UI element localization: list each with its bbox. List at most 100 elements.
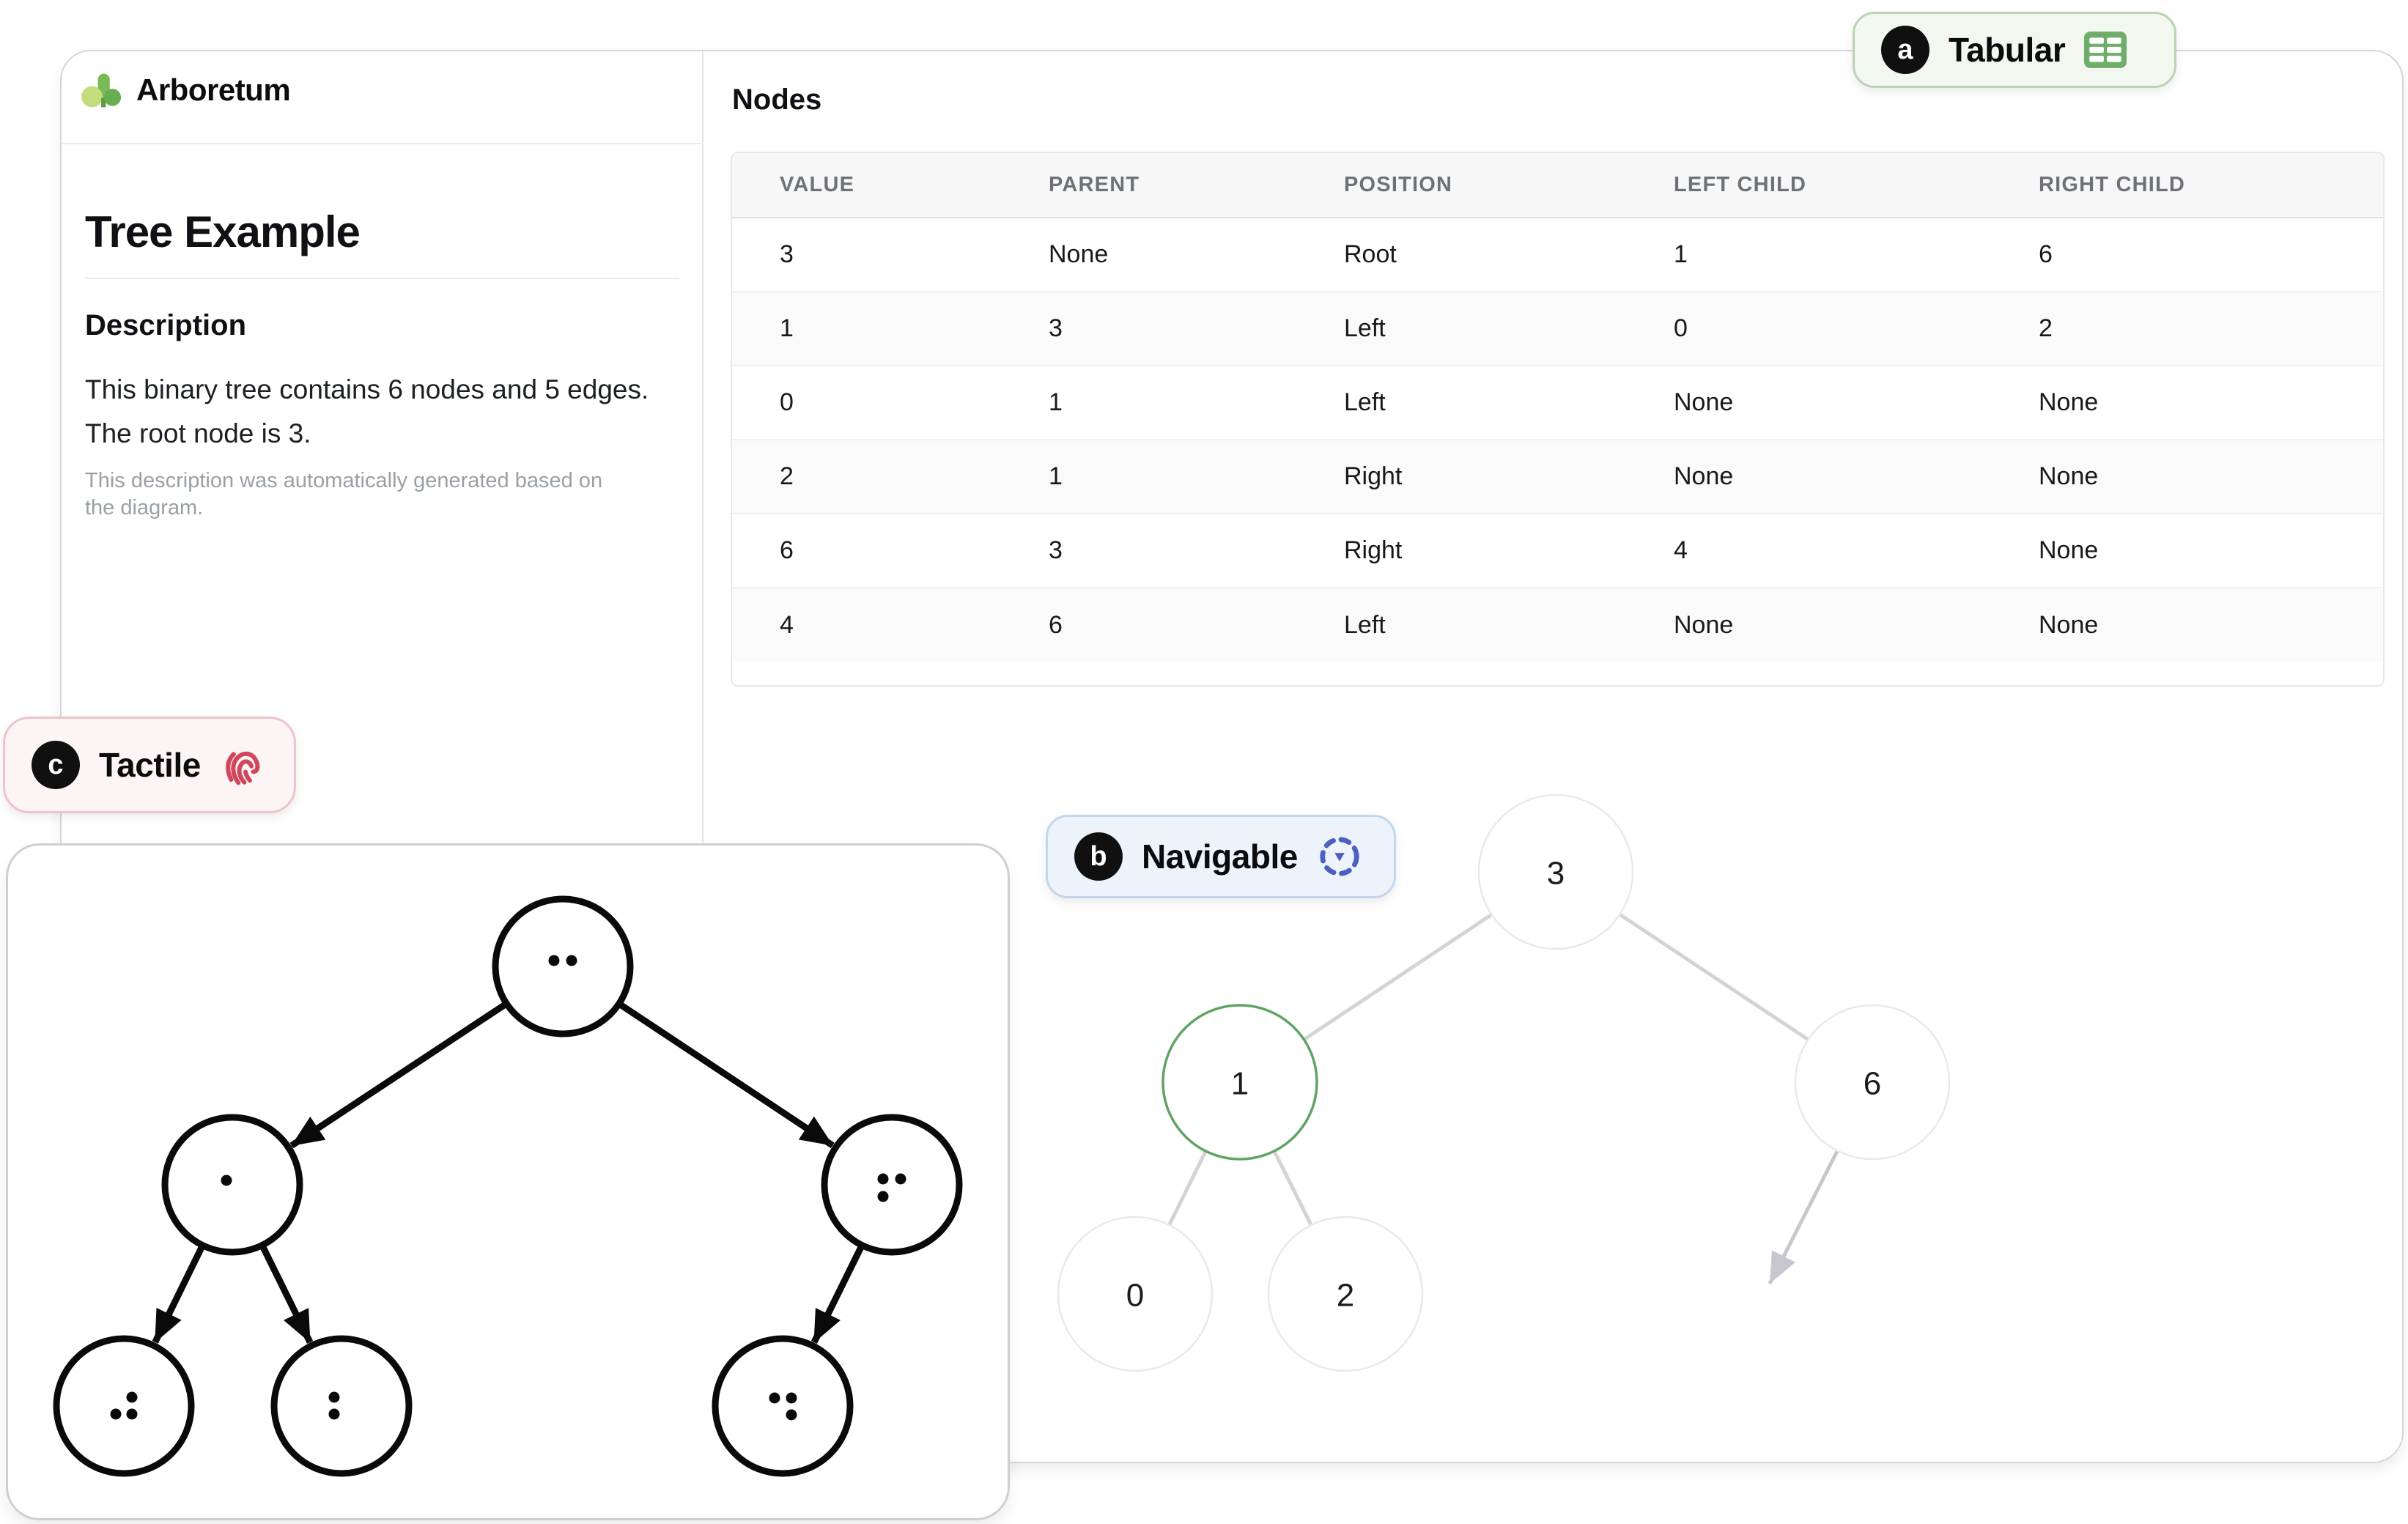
table-cell: Right — [1344, 536, 1403, 564]
app-title: Arboretum — [136, 73, 291, 107]
table-icon — [2084, 32, 2127, 68]
move-icon — [1317, 834, 1362, 879]
table-cell: 6 — [1049, 610, 1063, 639]
navigable-node-1[interactable]: 1 — [1161, 1004, 1318, 1161]
table-cell: 1 — [1049, 462, 1063, 490]
column-header: LEFT CHILD — [1626, 153, 1991, 218]
sidebar: Arboretum Tree Example Description This … — [62, 51, 703, 1462]
tactile-edge — [259, 1245, 314, 1344]
description-heading: Description — [85, 309, 247, 341]
tactile-edge — [152, 1245, 205, 1344]
table-cell: Left — [1344, 388, 1386, 416]
braille-dot — [877, 1173, 889, 1185]
description-line2: The root node is 3. — [85, 418, 311, 448]
badge-tabular-key: a — [1881, 26, 1929, 74]
node-label: 2 — [1337, 1278, 1354, 1314]
column-header: PARENT — [1001, 153, 1296, 218]
arboretum-tree-icon — [81, 70, 123, 110]
navigable-edge — [1303, 913, 1493, 1041]
table-cell: None — [1674, 462, 1734, 490]
table-cell: 0 — [780, 388, 794, 416]
table-cell: 4 — [780, 610, 794, 639]
tactile-edge — [289, 1002, 508, 1149]
node-label: 3 — [1547, 856, 1565, 892]
navigable-node-3[interactable]: 3 — [1477, 794, 1634, 950]
table-cell: None — [2039, 536, 2099, 564]
table-cell: 6 — [780, 536, 794, 564]
badge-tabular-label: Tabular — [1949, 31, 2066, 69]
table-row[interactable]: 3 None Root 1 6 — [732, 218, 2383, 292]
table-cell: None — [2039, 462, 2099, 490]
tactile-node-2 — [270, 1335, 413, 1477]
tactile-edge — [810, 1245, 865, 1344]
badge-navigable-label: Navigable — [1142, 837, 1298, 876]
braille-dot — [548, 955, 560, 966]
description-note: This description was automatically gener… — [85, 469, 603, 519]
table-cell: 1 — [1049, 388, 1063, 416]
table-cell: 3 — [780, 240, 794, 268]
page-title: Tree Example — [85, 207, 361, 256]
table-cell: None — [2039, 388, 2099, 416]
tactile-edge — [618, 1002, 835, 1149]
table-cell: None — [1049, 240, 1109, 268]
table-cell: Root — [1344, 240, 1397, 268]
title-divider — [85, 278, 679, 279]
tactile-node-0 — [53, 1335, 195, 1477]
navigable-edge — [1619, 913, 1809, 1041]
braille-dot — [566, 955, 577, 966]
description-body: This binary tree contains 6 nodes and 5 … — [85, 368, 664, 456]
nodes-heading: Nodes — [732, 84, 822, 116]
braille-dot — [221, 1175, 232, 1186]
navigable-node-0[interactable]: 0 — [1057, 1216, 1214, 1372]
table-cell: None — [1674, 388, 1734, 416]
node-label: 0 — [1126, 1278, 1144, 1314]
navigable-edge — [1272, 1150, 1313, 1227]
column-header: RIGHT CHILD — [1991, 153, 2383, 218]
pending-edge-arrow — [1768, 1150, 1839, 1285]
table-cell: 1 — [1674, 240, 1688, 268]
sidebar-divider — [62, 143, 703, 144]
navigable-node-6[interactable]: 6 — [1794, 1004, 1951, 1161]
braille-dot — [126, 1391, 138, 1403]
braille-dot — [328, 1391, 340, 1403]
tactile-node-4 — [712, 1335, 854, 1477]
column-header: VALUE — [732, 153, 1001, 218]
braille-dot — [328, 1408, 340, 1420]
badge-tactile-label: Tactile — [99, 746, 201, 784]
table-cell: Left — [1344, 314, 1386, 342]
logo-row: Arboretum — [81, 70, 291, 110]
braille-dot — [877, 1191, 889, 1202]
node-label: 6 — [1864, 1066, 1881, 1102]
tactile-node-3 — [492, 895, 634, 1037]
table-cell: 0 — [1674, 314, 1688, 342]
navigable-tree-diagram: 3 1 6 0 2 — [1057, 794, 1951, 1372]
table-cell: None — [2039, 610, 2099, 639]
badge-tactile[interactable]: c Tactile — [3, 717, 296, 813]
table-cell: Right — [1344, 462, 1403, 490]
badge-tabular[interactable]: a Tabular — [1853, 12, 2176, 88]
tactile-node-6 — [821, 1114, 963, 1256]
table-cell: 3 — [1049, 314, 1063, 342]
navigable-node-2[interactable]: 2 — [1267, 1216, 1424, 1372]
braille-dot — [786, 1409, 797, 1421]
braille-dot — [110, 1408, 122, 1420]
badge-navigable-key: b — [1074, 832, 1123, 881]
braille-dot — [769, 1392, 780, 1404]
braille-dot — [895, 1173, 906, 1185]
braille-dot — [126, 1408, 138, 1420]
badge-tactile-key: c — [32, 741, 80, 789]
badge-navigable[interactable]: b Navigable — [1046, 815, 1396, 898]
tactile-node-1 — [161, 1114, 303, 1256]
node-label: 1 — [1231, 1066, 1249, 1102]
table-row[interactable]: 0 1 Left None None — [732, 366, 2383, 440]
column-header: POSITION — [1296, 153, 1626, 218]
table-cell: 1 — [780, 314, 794, 342]
table-cell: 6 — [2039, 240, 2053, 268]
